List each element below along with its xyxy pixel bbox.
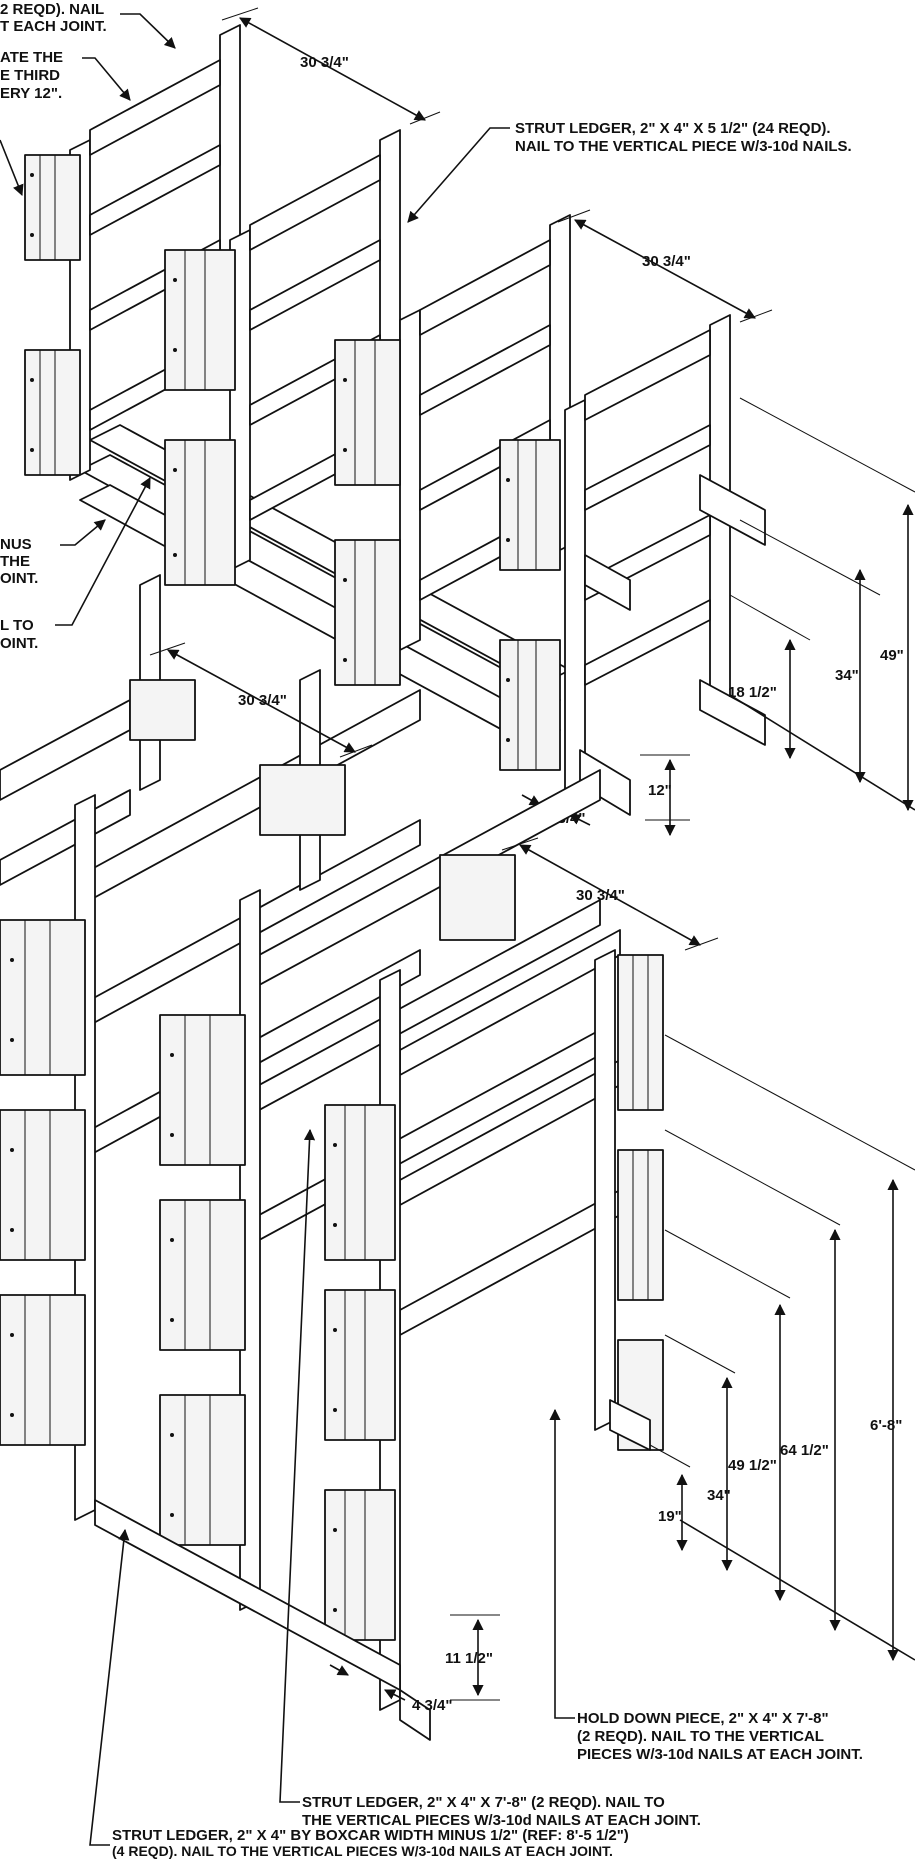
upper-dim-width-2: 30 3/4"	[642, 253, 691, 270]
lower-dim-6-8: 6'-8"	[870, 1417, 902, 1434]
strut-ledger-boxcar-line-1: STRUT LEDGER, 2" X 4" BY BOXCAR WIDTH MI…	[112, 1827, 629, 1844]
upper-dimension-graphics	[221, 7, 915, 837]
lower-dimension-graphics	[149, 642, 915, 1701]
lower-dim-width-2: 30 3/4"	[576, 887, 625, 904]
strut-ledger-callout-line-2: NAIL TO THE VERTICAL PIECE W/3-10d NAILS…	[515, 138, 852, 155]
lower-dim-11-5: 11 1/2"	[445, 1650, 493, 1667]
upper-callout-line-1b: T EACH JOINT.	[0, 18, 107, 35]
upper-frame-panel-3	[399, 214, 571, 651]
lower-base-rails	[94, 1399, 651, 1741]
upper-callout-text: 2 REQD). NAIL T EACH JOINT. ATE THE E TH…	[0, 1, 852, 652]
upper-callout-line-4a: NUS	[0, 536, 32, 553]
hold-down-piece-line-3: PIECES W/3-10d NAILS AT EACH JOINT.	[577, 1746, 863, 1763]
upper-leader-lines	[0, 13, 510, 626]
hold-down-piece-line-2: (2 REQD). NAIL TO THE VERTICAL	[577, 1728, 824, 1745]
strut-ledger-boxcar-line-2: (4 REQD). NAIL TO THE VERTICAL PIECES W/…	[112, 1843, 613, 1859]
lower-dimension-text: 30 3/4" 30 3/4" 6'-8" 64 1/2" 49 1/2" 34…	[238, 692, 902, 1714]
upper-assembly: 2 REQD). NAIL T EACH JOINT. ATE THE E TH…	[0, 1, 915, 837]
strut-ledger-callout-line-1: STRUT LEDGER, 2" X 4" X 5 1/2" (24 REQD)…	[515, 120, 831, 137]
lower-callout-text: HOLD DOWN PIECE, 2" X 4" X 7'-8" (2 REQD…	[112, 1710, 863, 1859]
upper-callout-line-2a: ATE THE	[0, 49, 63, 66]
upper-callout-line-4b: THE	[0, 553, 30, 570]
upper-dim-18-5: 18 1/2"	[728, 684, 777, 701]
upper-callout-line-5b: OINT.	[0, 635, 38, 652]
strut-ledger-7-8-line-2: THE VERTICAL PIECES W/3-10d NAILS AT EAC…	[302, 1812, 701, 1829]
lower-dim-19: 19"	[658, 1508, 682, 1525]
upper-projecting-struts	[579, 474, 766, 816]
upper-callout-line-2c: ERY 12".	[0, 85, 62, 102]
lower-leader-lines	[89, 1128, 575, 1846]
lower-dim-64-5: 64 1/2"	[780, 1442, 829, 1459]
lower-dim-4-75: 4 3/4"	[412, 1697, 452, 1714]
upper-callout-line-5a: L TO	[0, 617, 34, 634]
lower-dim-34: 34"	[707, 1487, 731, 1504]
upper-callout-line-4c: OINT.	[0, 570, 38, 587]
hold-down-piece-line-1: HOLD DOWN PIECE, 2" X 4" X 7'-8"	[577, 1710, 829, 1727]
upper-dim-12: 12"	[648, 782, 672, 799]
upper-callout-line-2b: E THIRD	[0, 67, 60, 84]
lower-dim-width-1: 30 3/4"	[238, 692, 287, 709]
lower-board-bundles	[0, 679, 664, 1641]
upper-dim-width-1: 30 3/4"	[300, 54, 349, 71]
upper-dim-34: 34"	[835, 667, 859, 684]
strut-ledger-7-8-line-1: STRUT LEDGER, 2" X 4" X 7'-8" (2 REQD). …	[302, 1794, 665, 1811]
lower-assembly: 30 3/4" 30 3/4" 6'-8" 64 1/2" 49 1/2" 34…	[0, 574, 915, 1859]
upper-callout-line-1a: 2 REQD). NAIL	[0, 1, 104, 18]
upper-frame-panel-4	[564, 314, 731, 791]
upper-dim-49: 49"	[880, 647, 904, 664]
lower-dim-49-5: 49 1/2"	[728, 1457, 777, 1474]
